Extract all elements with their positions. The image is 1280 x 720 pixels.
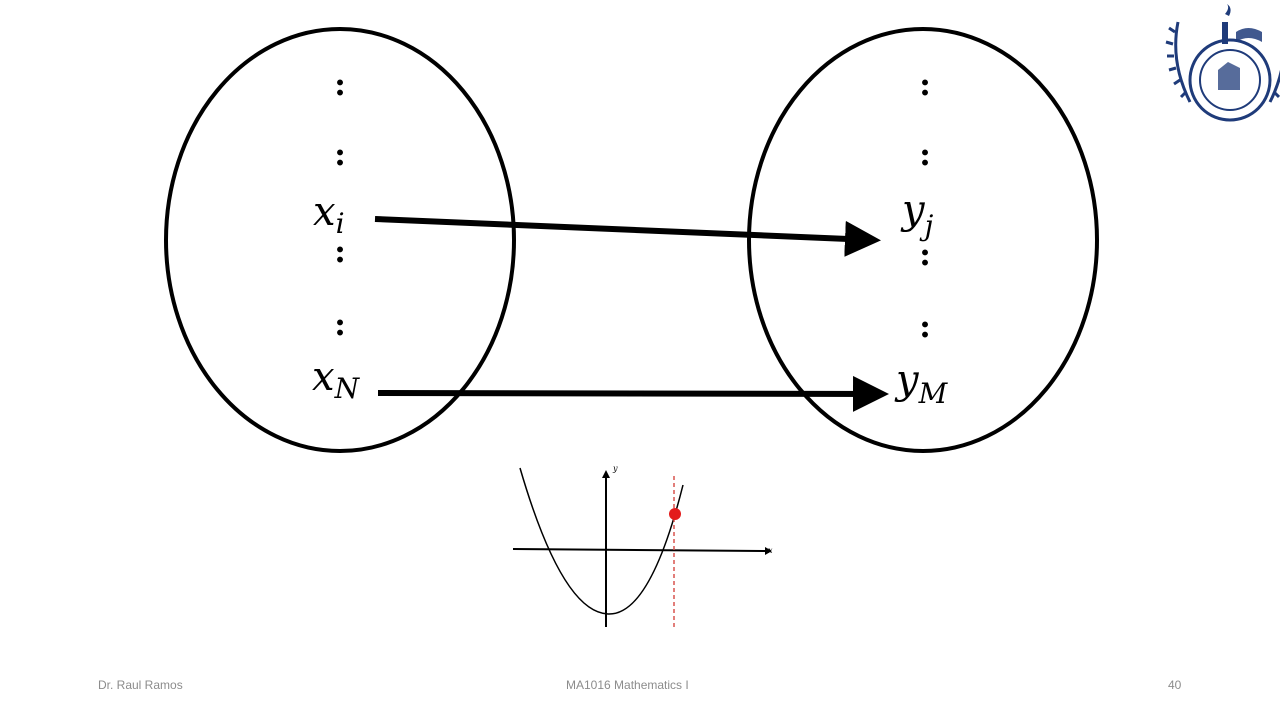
codomain-ellipsis-bottom: : : [919,235,931,345]
y-axis-label: y [612,464,618,473]
footer-author: Dr. Raul Ramos [98,678,183,692]
codomain-set-ellipse [747,27,1099,453]
ellipsis-dots: : [334,135,346,173]
codomain-ellipsis-top: : : [919,65,931,173]
parabola-graph: x y [512,464,773,630]
ellipsis-dots: : [334,305,346,343]
footer-course: MA1016 Mathematics I [566,678,689,692]
mapping-arrow-xi-yj [374,216,881,257]
y-axis-arrow-icon [602,470,610,478]
parabola-curve [519,467,684,615]
domain-set-ellipse [164,27,516,453]
codomain-element-yj: yj [900,187,934,242]
mapping-arrow-xN-yM [377,375,889,412]
institution-logo [1165,4,1280,122]
ellipsis-dots: : [334,65,346,103]
codomain-element-yM: yM [894,357,949,410]
domain-ellipsis-bottom: : : [334,232,346,343]
ellipsis-dots: : [919,307,931,345]
x-axis-arrow-icon [765,547,772,555]
domain-element-xN: xN [312,354,361,405]
intersection-point [669,508,681,520]
domain-element-xi: xi [313,189,345,240]
x-axis-label: x [768,546,773,555]
ellipsis-dots: : [919,135,931,173]
footer-page-number: 40 [1168,678,1182,692]
ellipsis-dots: : [334,232,346,270]
x-axis [512,548,766,552]
domain-ellipsis-top: : : [334,65,346,173]
ellipsis-dots: : [919,65,931,103]
ellipsis-dots: : [919,235,931,273]
